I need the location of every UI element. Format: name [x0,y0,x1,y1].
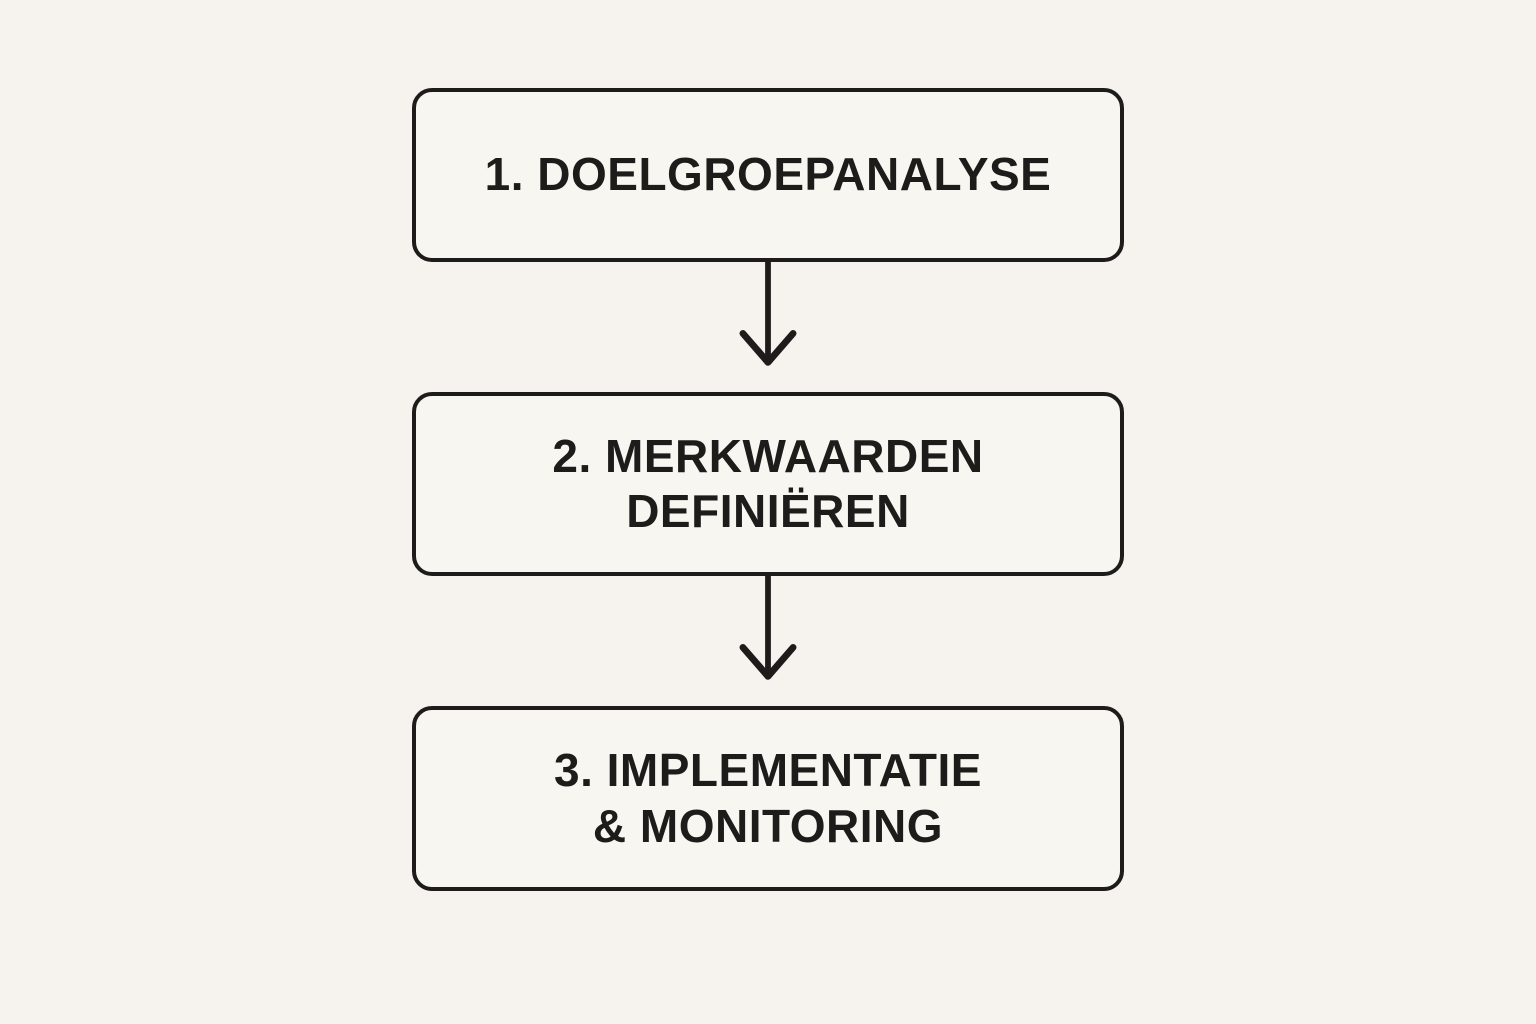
flow-step-3-box: 3. IMPLEMENTATIE & MONITORING [412,706,1124,891]
flow-step-3-label: 3. IMPLEMENTATIE & MONITORING [554,744,982,852]
flowchart: 1. DOELGROEPANALYSE 2. MERKWAARDEN DEFIN… [412,88,1124,891]
flow-step-1-box: 1. DOELGROEPANALYSE [412,88,1124,262]
flow-step-1-label: 1. DOELGROEPANALYSE [484,148,1052,201]
flow-step-2-label: 2. MERKWAARDEN DEFINIËREN [552,430,984,538]
down-arrow-icon [739,262,797,366]
flow-step-2-box: 2. MERKWAARDEN DEFINIËREN [412,392,1124,577]
down-arrow-icon [739,576,797,681]
